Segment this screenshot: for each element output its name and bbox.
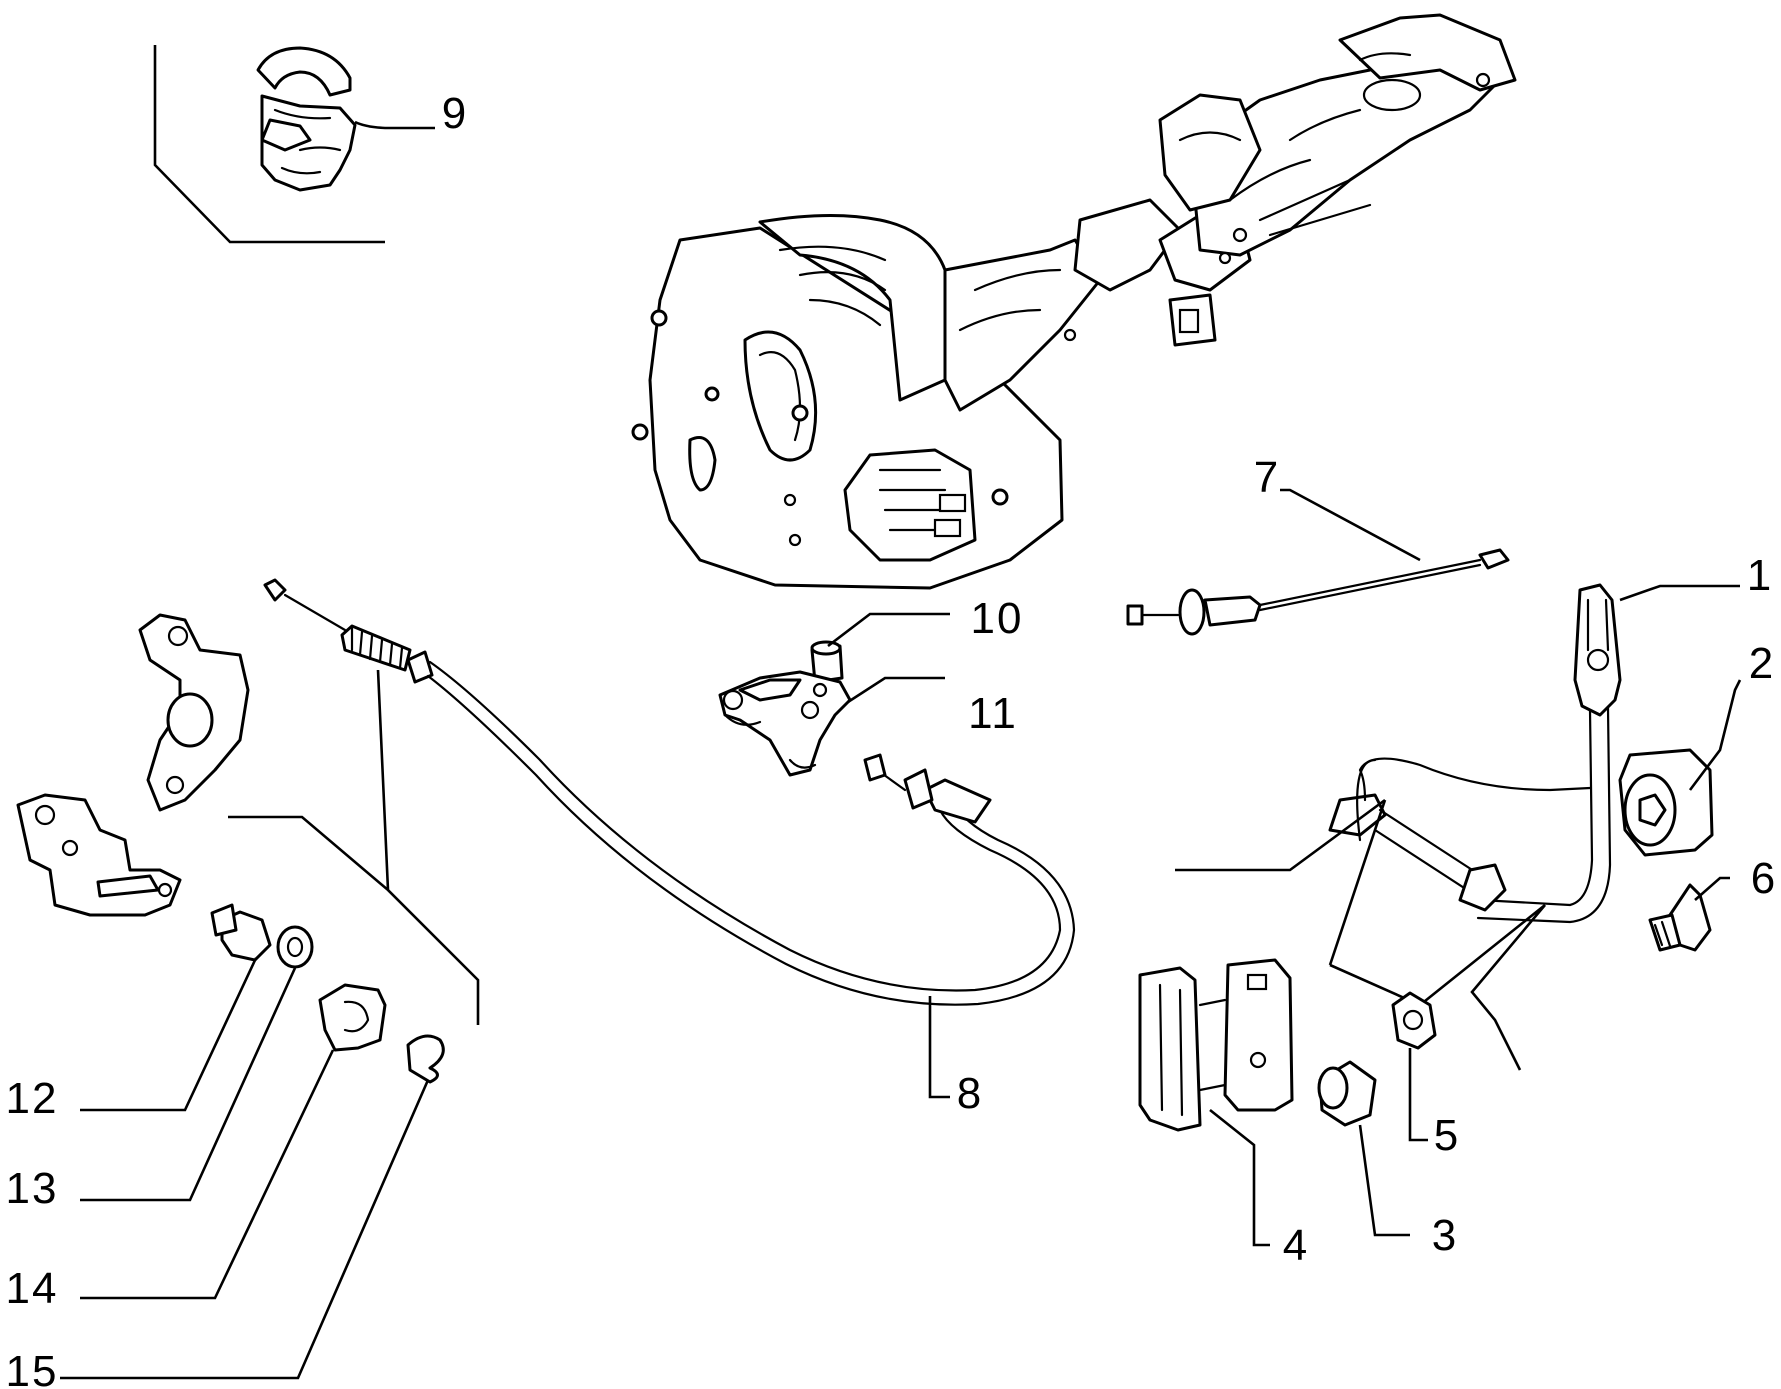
part-1-lever-shaft (1328, 583, 1622, 924)
part-14-clip (318, 983, 387, 1052)
label-12: 12 (6, 1074, 59, 1123)
part-4-slide-block (1138, 958, 1294, 1132)
part-9-clip (256, 46, 357, 192)
bracket-left-frame (228, 669, 480, 1025)
part-2-disc (1618, 748, 1714, 857)
leader-13 (80, 967, 297, 1202)
leader-12 (80, 957, 258, 1112)
part-15-spring-clip (406, 1034, 445, 1084)
label-15: 15 (6, 1347, 59, 1389)
label-2: 2 (1749, 639, 1775, 688)
part-7-cable (1126, 548, 1510, 636)
leader-5 (1408, 1048, 1428, 1142)
leader-10 (827, 612, 950, 648)
label-10: 10 (971, 594, 1024, 643)
label-14: 14 (6, 1264, 59, 1313)
leader-11 (847, 676, 945, 704)
gearbox-housing-assembly (631, 13, 1517, 590)
left-bracket-upper (138, 613, 250, 812)
part-11-lever (718, 670, 852, 777)
part-5-nut (1391, 991, 1437, 1050)
part-6-sprocket (1648, 883, 1712, 952)
part-3-knob (1317, 1060, 1377, 1127)
leader-6 (1694, 876, 1730, 901)
label-11: 11 (968, 689, 1018, 738)
leader-8 (928, 996, 950, 1099)
label-13: 13 (6, 1164, 59, 1213)
leader-7 (1280, 488, 1421, 562)
label-5: 5 (1434, 1111, 1460, 1160)
leader-14 (80, 1049, 335, 1300)
label-4: 4 (1283, 1221, 1309, 1270)
label-6: 6 (1751, 854, 1777, 903)
part-12-bolt (210, 903, 272, 962)
label-3: 3 (1432, 1211, 1458, 1260)
part-13-washer (276, 925, 314, 969)
leader-4 (1209, 1108, 1270, 1247)
part-8-cable (263, 578, 1076, 1006)
leader-2 (1688, 679, 1742, 791)
left-bracket-lower (16, 793, 182, 917)
leader-9 (354, 120, 435, 130)
bracket-9-frame (153, 45, 385, 244)
leader-15 (60, 1079, 430, 1380)
leader-3 (1358, 1124, 1410, 1237)
label-7: 7 (1254, 453, 1280, 502)
leader-1 (1619, 584, 1740, 602)
part-10-bushing (810, 640, 844, 684)
label-8: 8 (957, 1069, 983, 1118)
label-1: 1 (1747, 551, 1773, 600)
label-9: 9 (442, 89, 468, 138)
